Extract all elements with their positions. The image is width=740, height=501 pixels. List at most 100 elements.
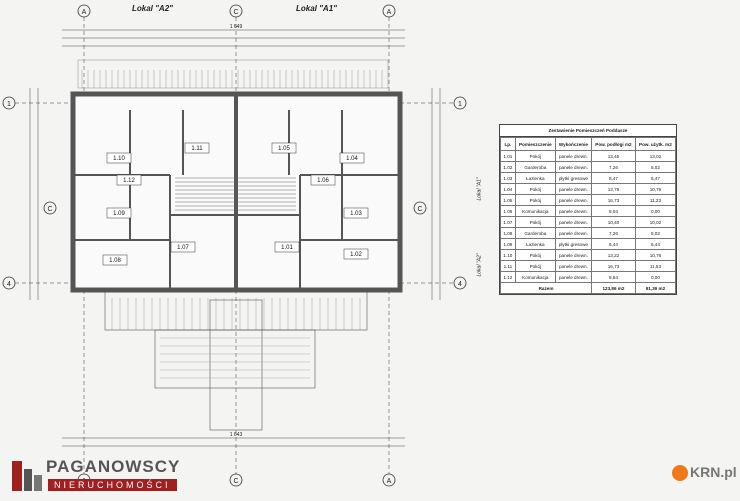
lokal-a2-title: Lokal "A2" [132,4,173,13]
lokal-a1-title: Lokal "A1" [296,4,337,13]
table-cell: 1.02 [500,161,516,173]
terrace-outline [104,291,368,431]
room-label: 1.10 [113,156,125,162]
portal-house-icon [672,465,688,481]
table-cell: 5,02 [634,227,677,239]
table-cell: Pokój [514,194,556,206]
table-cell: panele drewn. [554,249,593,261]
table-cell: panele drewn. [554,183,593,195]
col-finish: Wykończenie [554,137,593,151]
room-label-box [102,254,128,266]
dimension-totals: 1 649 1 643 [230,24,243,438]
table-cell: 0,00 [634,271,677,283]
svg-text:A: A [82,9,87,16]
table-cell: 10,40 [591,216,636,228]
room-label: 1.04 [346,156,358,162]
table-cell: Pokój [514,249,556,261]
table-cell: 1.10 [500,249,516,261]
table-cell: panele drewn. [554,150,593,162]
table-cell: 8,84 [591,271,636,283]
svg-text:4: 4 [7,281,11,288]
table-cell: Garderoba [514,227,556,239]
table-cell: panele drewn. [554,227,593,239]
table-cell: 10,02 [634,216,677,228]
table-cell: Łazienka [514,172,556,184]
svg-text:1 649: 1 649 [230,24,243,30]
table-cell: Pokój [514,260,556,272]
room-label-box [106,152,132,164]
table-cell: 0,00 [634,205,677,217]
table-cell: 6,44 [634,238,677,250]
table-cell: 10,76 [634,249,677,261]
svg-text:C: C [47,206,52,213]
agency-sub: NIERUCHOMOŚCI [48,479,177,491]
col-room: Pomieszczenie [514,137,556,151]
building-walls [70,91,403,293]
table-cell: 7,26 [591,161,636,173]
table-cell: Pokój [514,183,556,195]
table-cell: Pokój [514,150,556,162]
room-label-box [310,174,336,186]
table-cell: 6,47 [634,172,677,184]
table-cell: 1.11 [500,260,516,272]
table-cell: 1.12 [500,271,516,283]
table-cell: 10,76 [634,183,677,195]
table-cell: Pokój [514,216,556,228]
room-label: 1.06 [317,178,329,184]
room-label: 1.08 [109,258,121,264]
table-cell: 11,23 [634,194,677,206]
room-label-box [106,207,132,219]
table-cell: Komunikacja [514,271,556,283]
col-usable-area: Pow. użytk. m2 [634,137,677,151]
svg-text:1: 1 [458,101,462,108]
agency-name: PAGANOWSCY [46,457,181,476]
room-label: 1.11 [191,146,203,152]
table-cell: 8,04 [591,205,636,217]
table-sum-row: Razem 123,86 m2 91,39 m2 [499,282,677,294]
table-cell: 1.08 [500,227,516,239]
table-cell: płytki gresowe [554,172,593,184]
room-label: 1.12 [123,178,135,184]
table-cell: 1.04 [500,183,516,195]
svg-text:A: A [387,9,392,16]
table-cell: panele drewn. [554,216,593,228]
svg-text:A: A [387,478,392,485]
table-cell: Komunikacja [514,205,556,217]
table-cell: płytki gresowe [554,238,593,250]
table-cell: 1.03 [500,172,516,184]
agency-logo: PAGANOWSCY NIERUCHOMOŚCI [8,455,198,495]
table-cell: 7,26 [591,227,636,239]
room-label: 1.09 [113,211,125,217]
table-cell: 11,53 [634,260,677,272]
svg-text:1 643: 1 643 [230,432,243,438]
room-label-box [116,174,142,186]
table-cell: 5,02 [634,161,677,173]
dimension-lines [29,29,441,447]
table-cell: 8,47 [591,172,636,184]
svg-text:4: 4 [458,281,462,288]
table-cell: 13,79 [591,183,636,195]
table-cell: 13,02 [634,150,677,162]
table-cell: 1.09 [500,238,516,250]
table-cell: Garderoba [514,161,556,173]
table-side-a1: Lokal "A1" [476,177,483,201]
svg-text:C: C [233,478,238,485]
table-header-row: Lp. Pomieszczenie Wykończenie Pow. podło… [500,137,677,151]
room-label: 1.07 [177,245,189,251]
table-cell: panele drewn. [554,205,593,217]
table-cell: panele drewn. [554,271,593,283]
room-label-box [271,142,297,154]
room-label: 1.02 [350,252,362,258]
room-label: 1.01 [281,245,293,251]
table-cell: Łazienka [514,238,556,250]
room-label-box [343,207,369,219]
